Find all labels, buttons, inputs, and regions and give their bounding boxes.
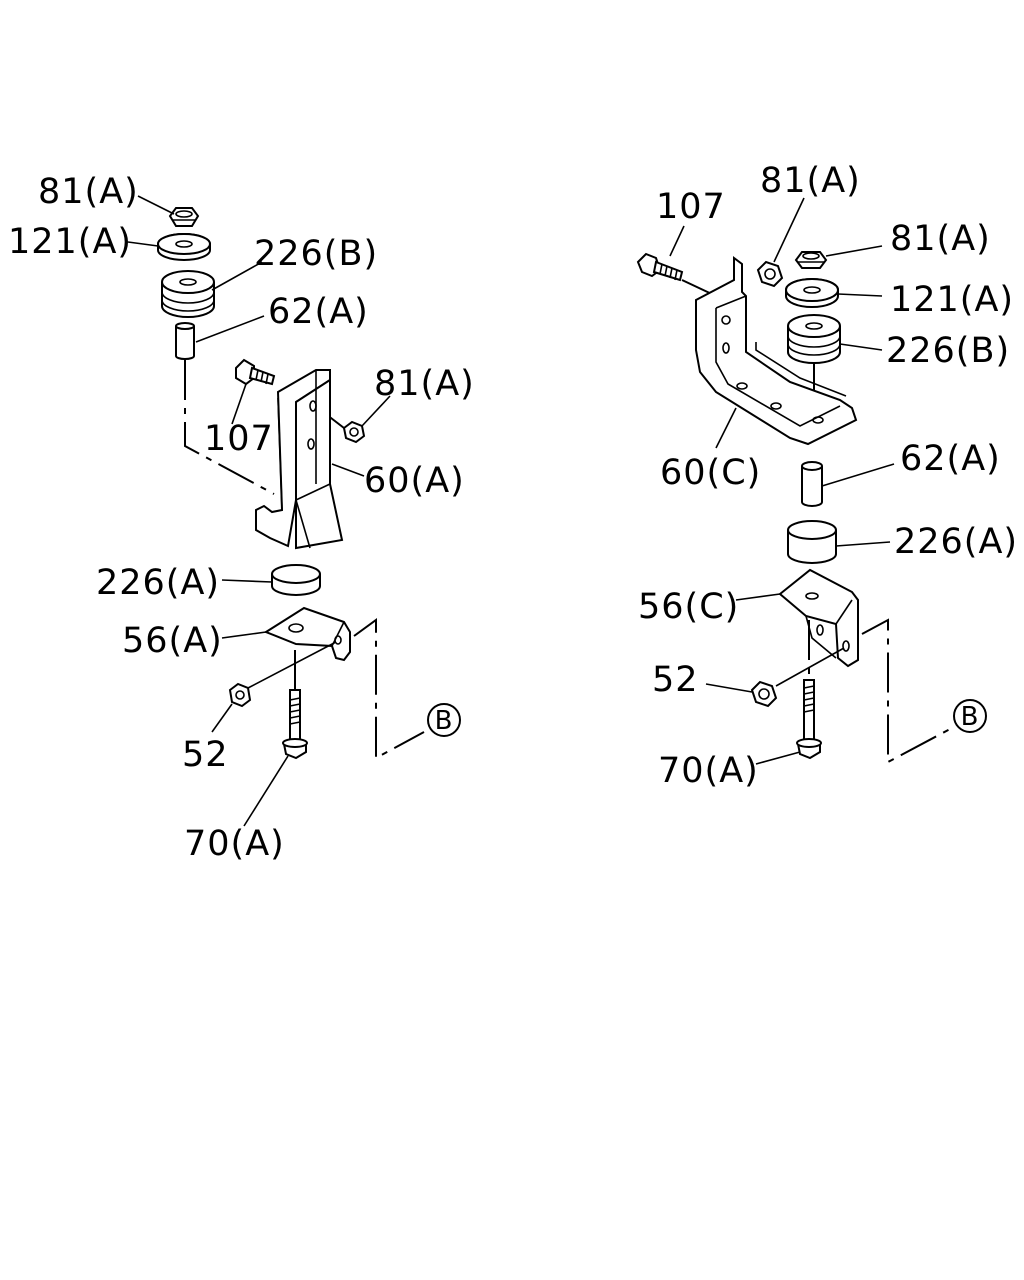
left-leader-washer [127,241,159,247]
right-label-collar: 62(A) [900,439,1001,479]
left-label-nut-top: 81(A) [38,172,139,212]
right-label-lower-bracket: 56(C) [638,587,739,627]
right-ref-b-label: B [961,702,980,732]
left-leader-bolt [231,383,247,425]
right-rubber-upper-icon [787,314,841,364]
left-label-rubber-lower: 226(A) [96,563,220,603]
left-label-bracket: 60(A) [364,461,465,501]
right-lower-bracket-icon [778,568,859,668]
right-label-nut-top: 81(A) [890,219,991,259]
left-leader-bolt-long [243,755,289,827]
left-label-lower-bracket: 56(A) [122,621,223,661]
left-nut-top-icon [168,207,200,227]
left-leader-nut-small [211,703,233,733]
left-label-washer: 121(A) [8,222,132,262]
right-rubber-lower-icon [787,520,837,564]
left-ref-line [353,618,425,760]
left-axis-nut-small [247,641,337,689]
left-rubber-upper-icon [161,270,215,318]
right-bolt-icon [636,252,684,282]
left-leader-bracket [331,463,365,477]
right-nut-small-icon [750,680,778,708]
right-leader-bolt [669,225,685,257]
left-nut-small-icon [228,682,252,708]
right-leader-lower-bracket [735,593,781,601]
right-ref-b-circle: B [953,699,987,733]
right-label-rubber-lower: 226(A) [894,522,1018,562]
right-nut-bracket-icon [756,260,784,288]
left-ref-b-circle: B [427,703,461,737]
left-label-collar: 62(A) [268,292,369,332]
right-leader-bracket [715,407,737,449]
left-label-nut-small: 52 [182,735,229,775]
right-washer-icon [785,278,839,308]
left-bolt-icon [235,358,276,386]
right-ref-line [861,618,953,764]
left-washer-icon [157,233,211,261]
left-leader-nut-top [137,195,175,215]
left-leader-rubber-upper [211,261,263,291]
right-axis-nut-small [775,647,845,687]
right-leader-rubber-upper [839,343,883,351]
left-rubber-lower-icon [271,564,321,596]
right-leader-bolt-long [755,751,801,765]
left-bolt-long-icon [282,689,308,760]
right-label-washer: 121(A) [890,280,1014,320]
left-lower-bracket-icon [263,606,351,662]
left-leader-lower-bracket [221,631,267,639]
left-centerline [184,360,275,495]
right-bolt-long-icon [796,679,822,760]
right-label-bracket: 60(C) [660,453,761,493]
left-ref-b-label: B [435,706,454,736]
right-leader-washer [837,293,883,297]
left-bracket-icon [255,369,344,550]
right-collar-icon [801,461,823,507]
left-label-bolt-long: 70(A) [184,824,285,864]
left-label-rubber-upper: 226(B) [254,234,378,274]
left-leader-nut-side [361,395,391,427]
left-nut-side-icon [342,420,366,444]
right-label-nut-small: 52 [652,660,699,700]
left-leader-collar [195,315,265,343]
right-leader-rubber-lower [835,541,891,547]
right-label-bolt: 107 [656,187,726,227]
right-leader-nut-top [825,245,883,257]
left-assembly: B 81(A) 121(A) 226(B) 62(A) 107 81(A) 60… [8,172,475,864]
right-label-bolt-long: 70(A) [658,751,759,791]
left-label-nut-side: 81(A) [374,364,475,404]
right-label-rubber-upper: 226(B) [886,331,1010,371]
right-leader-nut-small [705,683,753,693]
left-label-bolt: 107 [204,419,274,459]
left-collar-icon [175,322,195,360]
right-label-nut-bracket: 81(A) [760,161,861,201]
left-leader-rubber-lower [221,579,273,583]
right-nut-top-icon [794,251,828,269]
right-assembly: B 107 81(A) 81(A) 121(A) 226(B) 60(C) 62… [636,161,1018,791]
right-leader-nut-bracket [773,197,805,263]
right-bracket-icon [695,256,858,446]
right-leader-collar [821,463,895,487]
